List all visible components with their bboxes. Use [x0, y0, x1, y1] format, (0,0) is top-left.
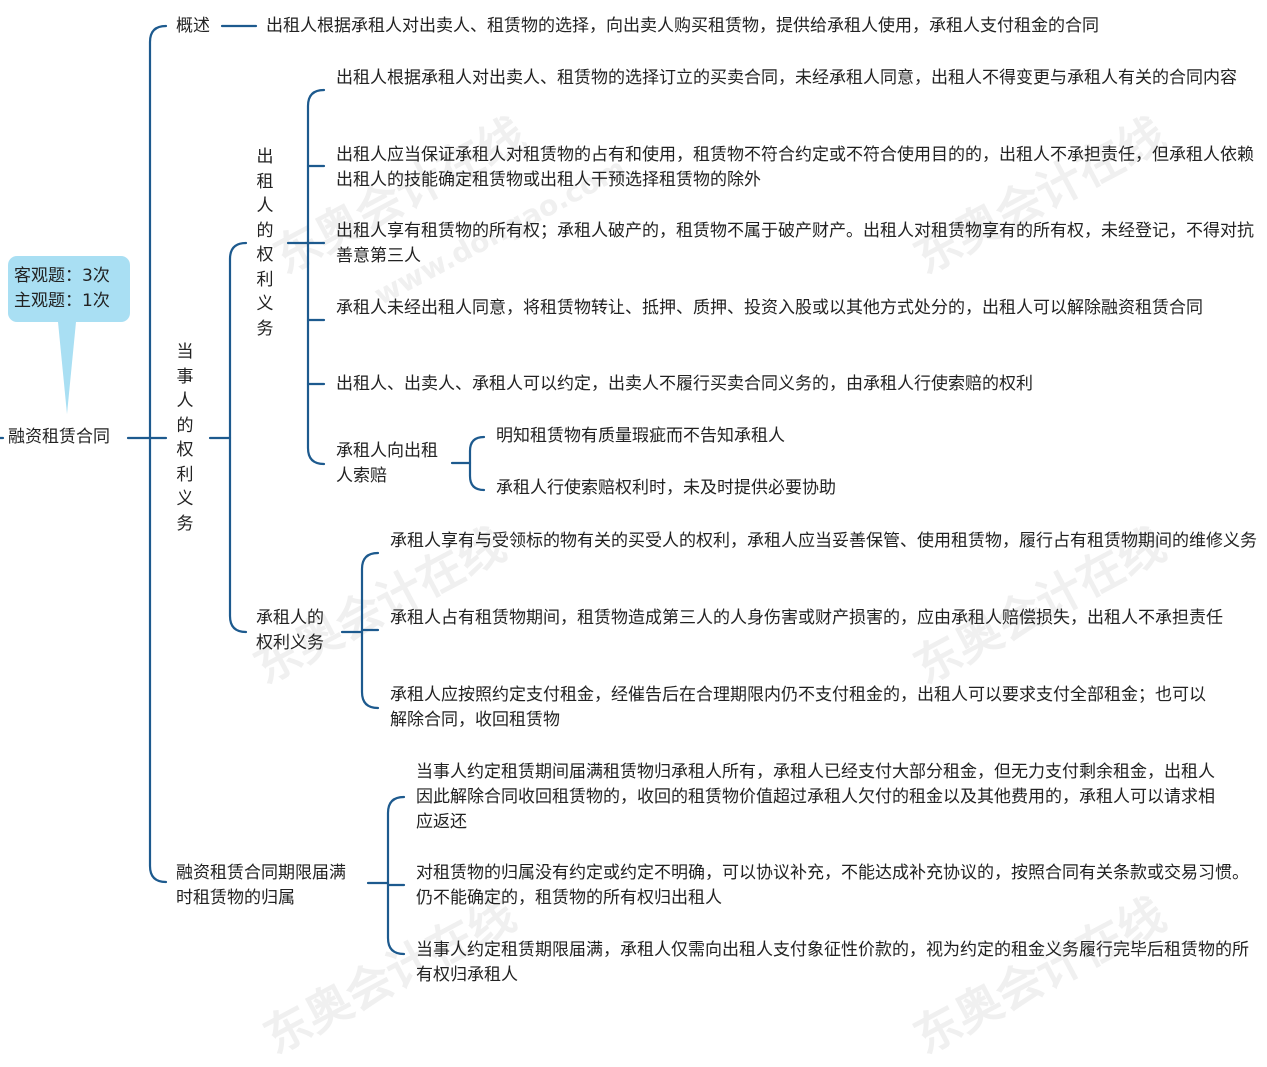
lessor-item-1: 出租人根据承租人对出卖人、租赁物的选择订立的买卖合同，未经承租人同意，出租人不得…	[336, 68, 1237, 88]
exam-count-badge	[8, 256, 130, 322]
ownership-item-2: 对租赁物的归属没有约定或约定不明确，可以协议补充，不能达成补充协议的，按照合同有…	[416, 863, 1249, 908]
claim-bracket	[468, 435, 486, 492]
ownership-bracket	[386, 795, 406, 956]
lessee-item-3: 承租人应按照约定支付租金，经催告后在合理期限内仍不支付租金的，出租人可以要求支付…	[390, 685, 1206, 730]
subjective-count: 主观题：1次	[14, 291, 110, 311]
root-node[interactable]: 融资租赁合同	[8, 427, 110, 447]
connector-lines	[0, 24, 486, 956]
lessor-node[interactable]: 出租人的权利义务	[256, 147, 274, 339]
lessee-item-2: 承租人占有租赁物期间，租赁物造成第三人的人身伤害或财产损害的，应由承租人赔偿损失…	[390, 608, 1223, 628]
badge-pointer	[58, 322, 76, 414]
ownership-item-3: 当事人约定租赁期限届满，承租人仅需向出租人支付象征性价款的，视为约定的租金义务履…	[416, 940, 1249, 985]
parties-bracket	[228, 241, 248, 634]
lessor-item-5: 出租人、出卖人、承租人可以约定，出卖人不履行买卖合同义务的，由承租人行使索赔的权…	[336, 374, 1033, 394]
main-bracket	[148, 24, 168, 884]
ownership-node[interactable]: 融资租赁合同期限届满时租赁物的归属	[176, 863, 346, 908]
claim-item-2: 承租人行使索赔权利时，未及时提供必要协助	[496, 478, 836, 498]
lessee-item-1: 承租人享有与受领标的物有关的买受人的权利，承租人应当妥善保管、使用租赁物，履行占…	[390, 531, 1257, 551]
claim-node[interactable]: 承租人向出租人索赔	[336, 441, 438, 486]
lessor-item-3: 出租人享有租赁物的所有权；承租人破产的，租赁物不属于破产财产。出租人对租赁物享有…	[336, 221, 1254, 266]
overview-node[interactable]: 概述	[176, 16, 210, 36]
objective-count: 客观题：3次	[14, 266, 110, 286]
ownership-item-1: 当事人约定租赁期间届满租赁物归承租人所有，承租人已经支付大部分租金，但无力支付剩…	[416, 762, 1215, 832]
lessee-node[interactable]: 承租人的权利义务	[256, 608, 324, 653]
overview-text: 出租人根据承租人对出卖人、租赁物的选择，向出卖人购买租赁物，提供给承租人使用，承…	[266, 16, 1099, 36]
claim-item-1: 明知租赁物有质量瑕疵而不告知承租人	[496, 426, 785, 446]
parties-node[interactable]: 当事人的权利义务	[176, 342, 194, 534]
lessor-item-2: 出租人应当保证承租人对租赁物的占有和使用，租赁物不符合约定或不符合使用目的的，出…	[336, 145, 1254, 190]
lessor-bracket	[306, 88, 326, 466]
exam-count-text: 客观题：3次 主观题：1次	[14, 264, 110, 314]
lessor-item-4: 承租人未经出租人同意，将租赁物转让、抵押、质押、投资入股或以其他方式处分的，出租…	[336, 298, 1203, 318]
